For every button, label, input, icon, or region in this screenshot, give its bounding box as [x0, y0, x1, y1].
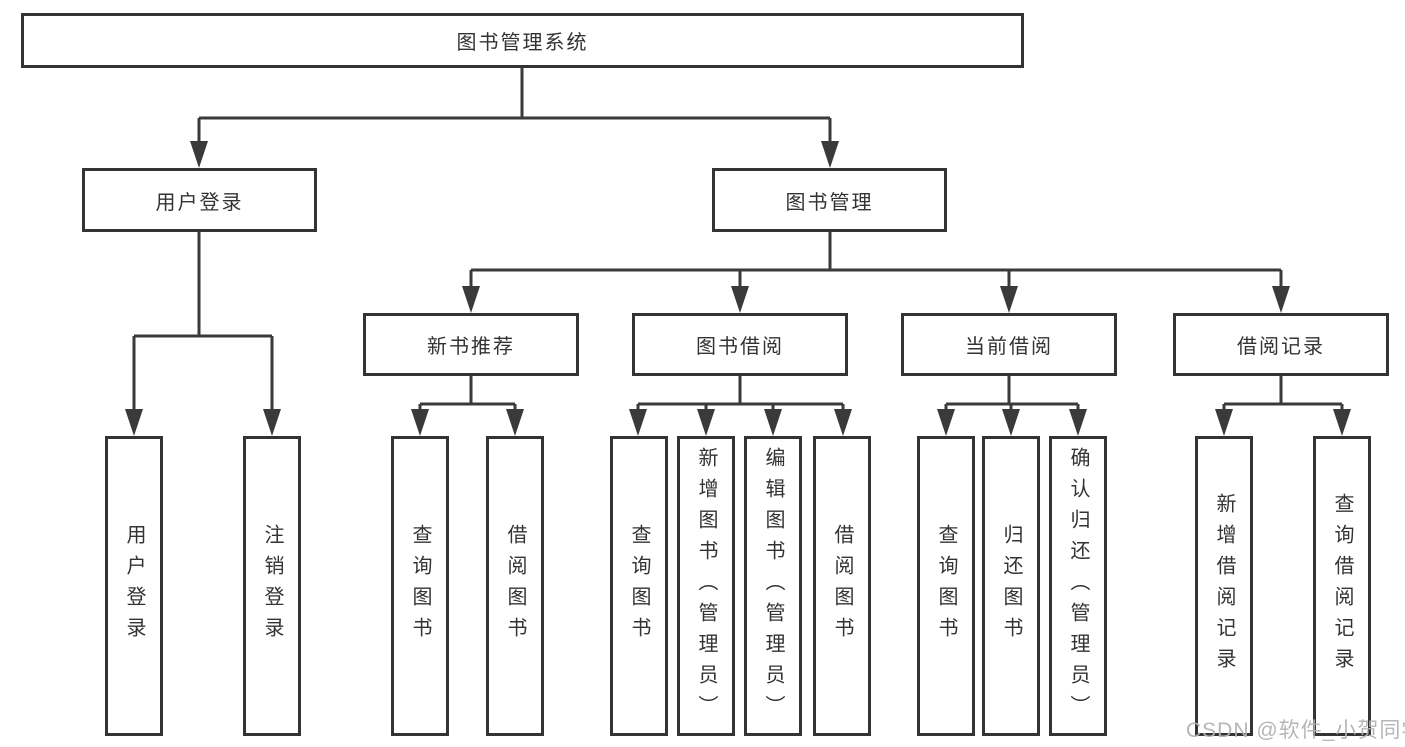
node-query-books-current: 查询图书	[917, 436, 975, 736]
arrowhead	[1272, 286, 1290, 313]
node-query-books-current-label: 查询图书	[935, 524, 957, 648]
node-add-book-admin-label: 新增图书（管理员）	[695, 446, 717, 726]
arrowhead	[506, 409, 524, 436]
arrowhead	[1000, 286, 1018, 313]
node-borrow-books-leaf: 借阅图书	[813, 436, 871, 736]
arrowhead	[263, 409, 281, 436]
node-query-books-recommend: 查询图书	[391, 436, 449, 736]
node-borrowing-records: 借阅记录	[1173, 313, 1389, 376]
node-query-borrow-record: 查询借阅记录	[1313, 436, 1371, 736]
arrowhead	[1333, 409, 1351, 436]
node-query-books-recommend-label: 查询图书	[409, 524, 431, 648]
node-borrow-books-recommend: 借阅图书	[486, 436, 544, 736]
arrowhead	[937, 409, 955, 436]
node-return-book-label: 归还图书	[1000, 524, 1022, 648]
node-add-borrow-record: 新增借阅记录	[1195, 436, 1253, 736]
node-logout-leaf-label: 注销登录	[261, 524, 283, 648]
node-return-book: 归还图书	[982, 436, 1040, 736]
node-root-library-management-system: 图书管理系统	[21, 13, 1024, 68]
arrowhead	[1002, 409, 1020, 436]
arrowhead	[1215, 409, 1233, 436]
node-query-books-borrow: 查询图书	[610, 436, 668, 736]
arrowhead	[411, 409, 429, 436]
node-new-book-recommendation: 新书推荐	[363, 313, 579, 376]
arrowhead	[821, 141, 839, 168]
arrowhead	[764, 409, 782, 436]
node-query-borrow-record-label: 查询借阅记录	[1331, 493, 1353, 679]
node-borrow-books-recommend-label: 借阅图书	[504, 524, 526, 648]
node-borrow-books-leaf-label: 借阅图书	[831, 524, 853, 648]
arrowhead	[462, 286, 480, 313]
node-user-login-leaf: 用户登录	[105, 436, 163, 736]
node-user-login-leaf-label: 用户登录	[123, 524, 145, 648]
node-logout-leaf: 注销登录	[243, 436, 301, 736]
node-query-books-borrow-label: 查询图书	[628, 524, 650, 648]
node-confirm-return-admin: 确认归还（管理员）	[1049, 436, 1107, 736]
node-confirm-return-admin-label: 确认归还（管理员）	[1067, 446, 1089, 726]
arrowhead	[125, 409, 143, 436]
node-add-book-admin: 新增图书（管理员）	[677, 436, 735, 736]
node-add-borrow-record-label: 新增借阅记录	[1213, 493, 1235, 679]
node-user-login: 用户登录	[82, 168, 317, 232]
arrowhead	[697, 409, 715, 436]
node-edit-book-admin: 编辑图书（管理员）	[744, 436, 802, 736]
node-book-borrowing: 图书借阅	[632, 313, 848, 376]
node-book-management: 图书管理	[712, 168, 947, 232]
csdn-watermark: CSDN @软件_小贺同学	[1186, 719, 1405, 742]
arrowhead	[190, 141, 208, 168]
arrowhead	[629, 409, 647, 436]
node-current-borrowing: 当前借阅	[901, 313, 1117, 376]
arrowhead	[731, 286, 749, 313]
arrowhead	[834, 409, 852, 436]
arrowhead	[1069, 409, 1087, 436]
node-edit-book-admin-label: 编辑图书（管理员）	[762, 446, 784, 726]
